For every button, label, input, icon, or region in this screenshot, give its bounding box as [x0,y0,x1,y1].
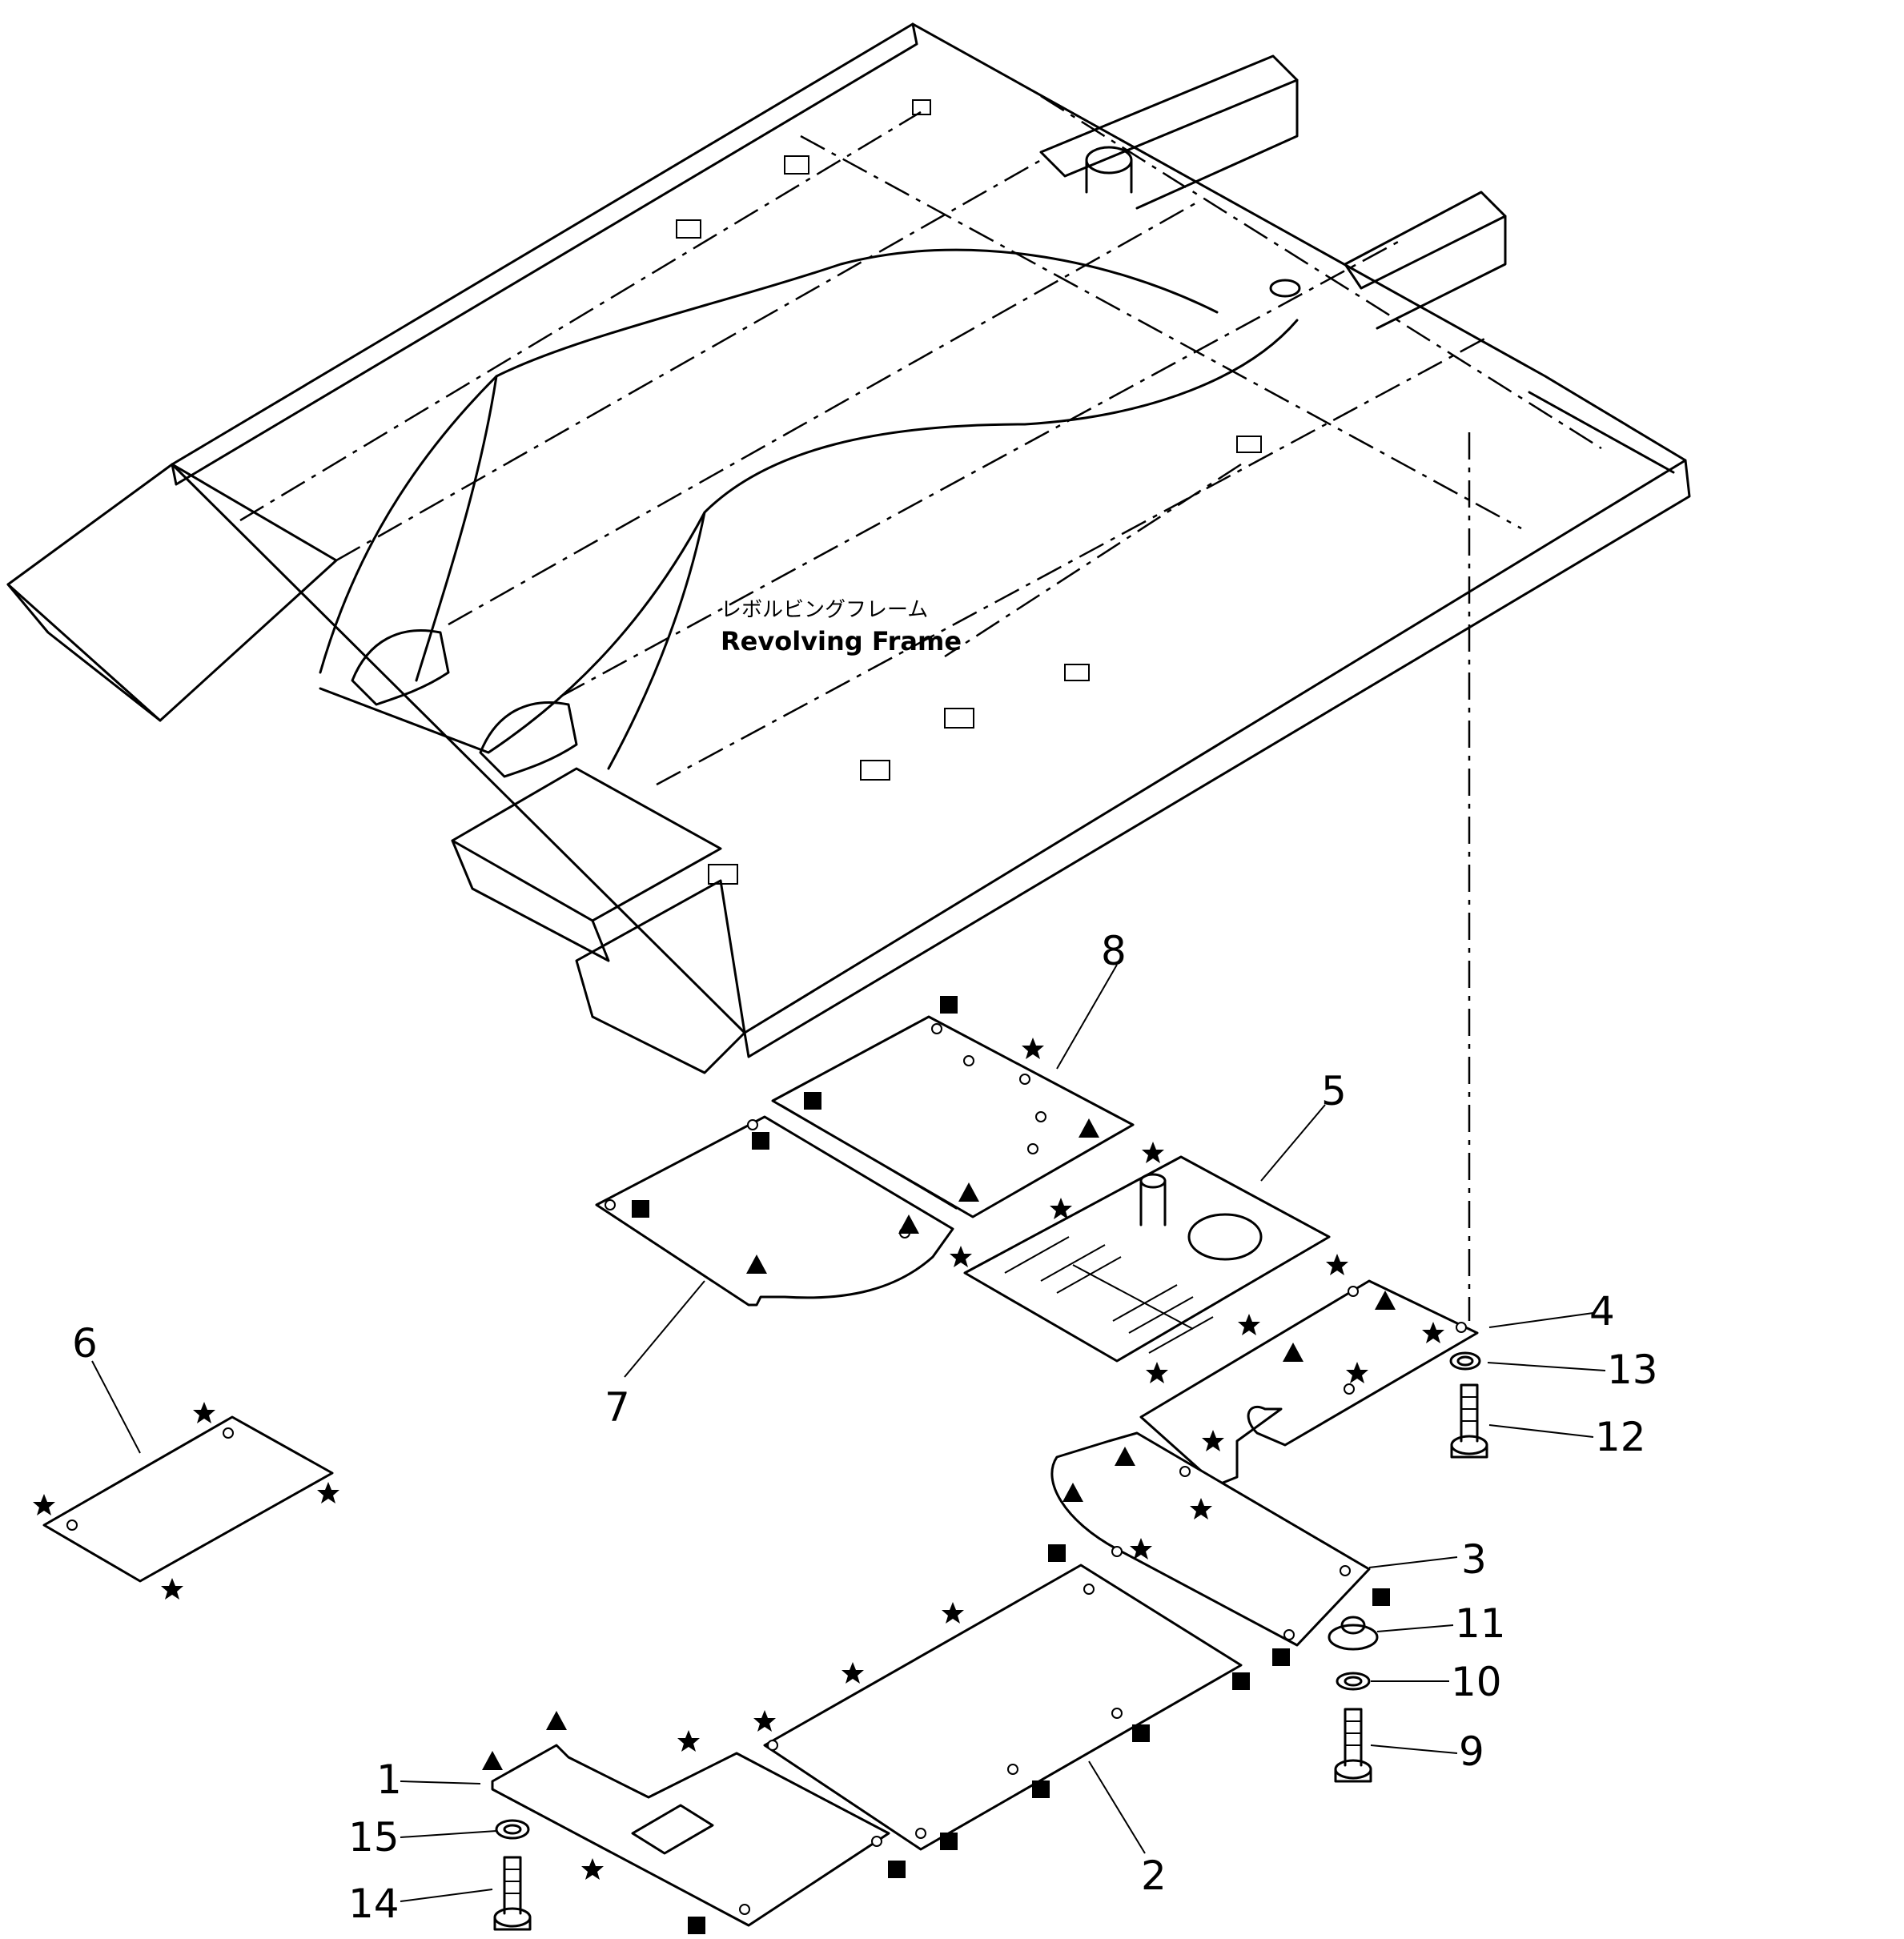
callout-15: 15 [348,1814,400,1861]
cover-plate-3 [1050,1431,1371,1647]
leader-lines [91,964,1606,1902]
bolt-14 [493,1856,532,1931]
cover-plate-2 [763,1564,1243,1851]
bolt-12 [1450,1383,1488,1459]
bolt-9 [1334,1708,1372,1783]
washer-13 [1449,1351,1481,1371]
cover-plate-4 [1139,1279,1479,1487]
callout-12: 12 [1595,1414,1646,1460]
callout-3: 3 [1461,1536,1487,1583]
callout-9: 9 [1459,1728,1484,1775]
washer-10 [1336,1672,1371,1691]
callout-14: 14 [348,1881,400,1927]
callout-4: 4 [1589,1288,1615,1335]
nut-11 [1328,1616,1379,1651]
cover-plate-1 [491,1744,890,1927]
callout-2: 2 [1141,1853,1167,1899]
cover-plate-6 [42,1415,334,1583]
callout-1: 1 [376,1756,402,1803]
cover-plate-5 [963,1155,1331,1363]
callout-13: 13 [1607,1347,1658,1393]
callout-10: 10 [1451,1659,1502,1705]
frame-label-en: Revolving Frame [721,626,962,656]
cover-plate-8 [771,1015,1135,1218]
callout-7: 7 [605,1384,630,1431]
revolving-frame [6,22,1691,1321]
callout-8: 8 [1101,928,1127,974]
callout-6: 6 [72,1320,98,1367]
callout-5: 5 [1321,1068,1347,1114]
callout-11: 11 [1455,1600,1506,1647]
frame-label-jp: レボルビングフレーム [721,598,928,622]
washer-15 [495,1819,530,1840]
